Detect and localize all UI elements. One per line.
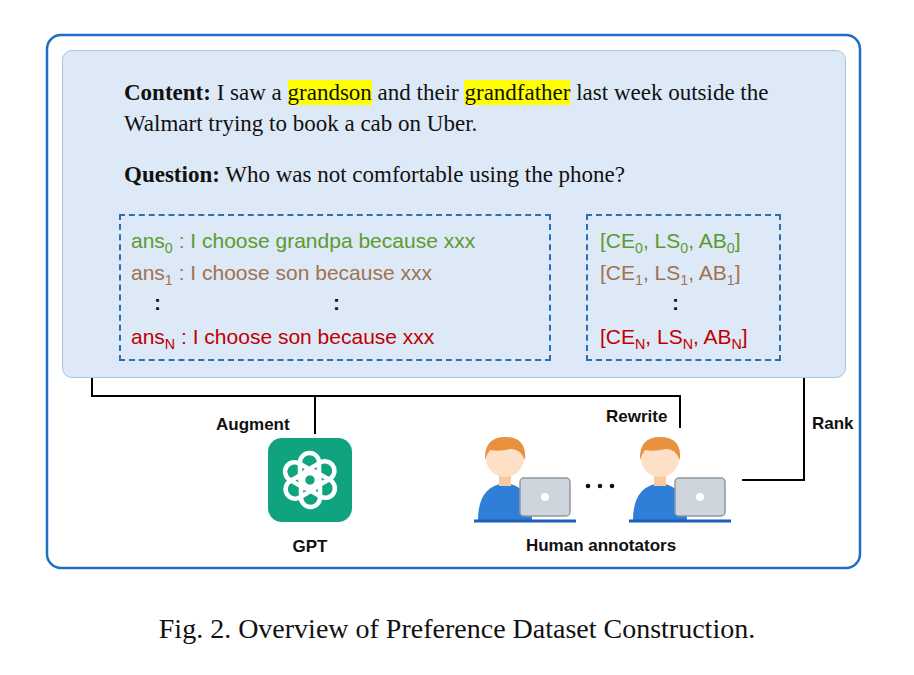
- edge-label: Rank: [812, 414, 854, 434]
- node-text: ans1 : I choose son because xxx: [131, 260, 432, 286]
- ellipsis-dot: [598, 484, 603, 489]
- scenario-panel: Content: I saw a grandson and their gran…: [62, 50, 846, 378]
- laptop: [520, 478, 570, 516]
- hair: [485, 437, 525, 460]
- text-run: Content:: [124, 80, 211, 105]
- ellipsis-dot: [586, 484, 591, 489]
- text-run: grandfather: [464, 80, 570, 105]
- annotator-figure: [474, 437, 576, 521]
- text-run: N: [635, 336, 645, 352]
- node-text: [CE0, LS0, AB0]: [600, 228, 741, 254]
- outer-frame-rect: [47, 35, 860, 568]
- laptop: [675, 478, 725, 516]
- logo-tile: [268, 438, 352, 522]
- node-text: ans0 : I choose grandpa because xxx: [131, 228, 475, 254]
- annotator-figures: [470, 428, 732, 532]
- node-text: [CEN, LSN, ABN]: [600, 324, 748, 350]
- laptop-logo: [541, 493, 549, 501]
- annotator-group: Human annotators: [470, 428, 742, 560]
- text-run: N: [683, 336, 693, 352]
- node-text: :: [672, 290, 679, 316]
- text-run: 0: [680, 240, 688, 256]
- text-run: 1: [727, 272, 735, 288]
- gpt-logo: [262, 434, 358, 530]
- text-run: N: [165, 336, 175, 352]
- laptop-logo: [696, 493, 704, 501]
- gpt-icon-node: GPT: [262, 434, 368, 563]
- answer-box: ans0 : I choose grandpa because xxx ans1 …: [119, 214, 551, 361]
- node-text: :: [333, 290, 340, 316]
- score-box: [CE0, LS0, AB0] [CE1, LS1, AB1]: [CEN, LSN…: [586, 214, 781, 361]
- figure-caption: Fig. 2. Overview of Preference Dataset C…: [0, 613, 914, 645]
- node-text: Content: I saw a grandson and their gran…: [124, 77, 814, 139]
- edge-label: Augment: [216, 415, 290, 435]
- text-run: 1: [635, 272, 643, 288]
- hair: [640, 437, 680, 460]
- text-run: 1: [680, 272, 688, 288]
- text-run: 0: [727, 240, 735, 256]
- text-run: 0: [165, 240, 173, 256]
- ellipsis-dot: [610, 484, 615, 489]
- node-text: GPT: [262, 537, 358, 557]
- node-text: ansN : I choose son because xxx: [131, 324, 434, 350]
- logo-petal: [282, 459, 321, 492]
- text-run: N: [732, 336, 742, 352]
- text-run: grandson: [288, 80, 372, 105]
- text-run: 0: [635, 240, 643, 256]
- node-text: [CE1, LS1, AB1]: [600, 260, 741, 286]
- text-run: 1: [165, 272, 173, 288]
- desk: [629, 520, 731, 523]
- node-text: :: [154, 290, 161, 316]
- desk: [474, 520, 576, 523]
- edge-label: Rewrite: [606, 407, 667, 427]
- text-run: Question:: [124, 162, 220, 187]
- node-text: Question: Who was not comfortable using …: [124, 159, 814, 190]
- annotator-figure: [629, 437, 731, 521]
- node-text: Human annotators: [470, 536, 732, 556]
